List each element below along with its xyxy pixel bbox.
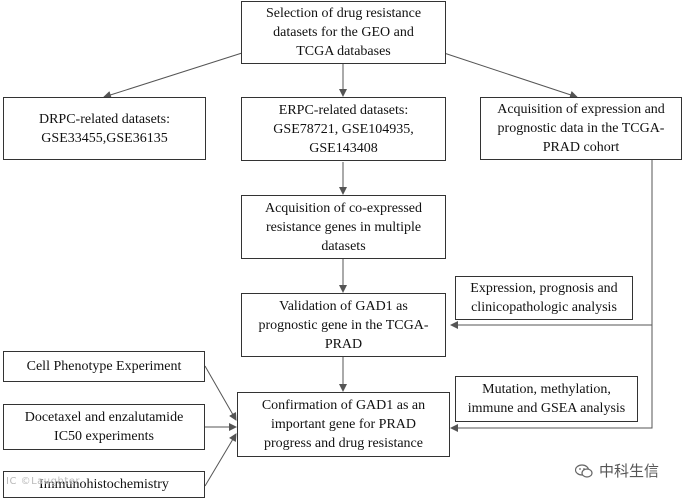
box-selection: Selection of drug resistance datasets fo… xyxy=(241,1,446,64)
box-expression-prognosis-line-1: Expression, prognosis and xyxy=(470,281,618,296)
box-validation-line-3: PRAD xyxy=(324,336,363,352)
box-coexpressed: Acquisition of co-expressed resistance g… xyxy=(241,195,446,259)
box-selection-line-2: datasets for the GEO and xyxy=(273,25,414,40)
box-cell-phenotype-line-1: Cell Phenotype Experiment xyxy=(26,359,182,374)
box-cell-phenotype: Cell Phenotype Experiment xyxy=(3,351,205,382)
box-drpc-line-2: GSE33455,GSE36135 xyxy=(41,130,168,146)
box-docetaxel: Docetaxel and enzalutamide IC50 experime… xyxy=(3,404,205,450)
box-validation-line-2: prognostic gene in the TCGA- xyxy=(258,317,429,333)
box-docetaxel-line-2: IC50 experiments xyxy=(54,429,154,444)
box-mutation-methylation-line-1: Mutation, methylation, xyxy=(482,382,611,397)
box-confirmation-line-1: Confirmation of GAD1 as an xyxy=(261,398,426,413)
box-confirmation-line-3: progress and drug resistance xyxy=(263,436,423,451)
box-tcga-acquisition-line-3: PRAD cohort xyxy=(542,140,620,155)
arrow-selection-to-tcga xyxy=(443,52,578,99)
box-selection-line-1: Selection of drug resistance xyxy=(265,6,422,21)
wechat-icon xyxy=(574,463,593,478)
arrow-ihc-to-confirmation xyxy=(204,433,237,487)
box-mutation-methylation-line-2: immune and GSEA analysis xyxy=(467,401,626,416)
box-confirmation-line-2: important gene for PRAD xyxy=(270,417,417,432)
watermark-brand-text: 中科生信 xyxy=(598,462,659,480)
box-validation: Validation of GAD1 as prognostic gene in… xyxy=(241,293,446,357)
box-coexpressed-line-2: resistance genes in multiple xyxy=(265,219,422,235)
box-immunohistochemistry-line-1: Immunohistochemistry xyxy=(39,477,169,492)
box-confirmation: Confirmation of GAD1 as an important gen… xyxy=(237,392,450,457)
box-tcga-acquisition-line-1: Acquisition of expression and xyxy=(497,102,665,117)
box-docetaxel-line-1: Docetaxel and enzalutamide xyxy=(24,410,184,425)
box-coexpressed-line-3: datasets xyxy=(321,238,366,254)
arrow-selection-to-drpc xyxy=(103,52,243,99)
box-validation-line-1: Validation of GAD1 as xyxy=(279,298,408,314)
box-selection-line-3: TCGA databases xyxy=(296,44,391,59)
box-mutation-methylation: Mutation, methylation, immune and GSEA a… xyxy=(455,376,638,422)
box-drpc-line-1: DRPC-related datasets: xyxy=(38,111,171,127)
box-coexpressed-line-1: Acquisition of co-expressed xyxy=(264,200,423,216)
box-expression-prognosis: Expression, prognosis and clinicopatholo… xyxy=(455,276,633,320)
line-tcga-down xyxy=(450,160,653,432)
arrow-cellpheno-to-confirmation xyxy=(204,365,237,421)
box-erpc-line-1: ERPC-related datasets: xyxy=(278,102,409,118)
watermark-left: IC ©Laughter xyxy=(6,476,81,487)
box-expression-prognosis-line-2: clinicopathologic analysis xyxy=(471,300,617,315)
box-immunohistochemistry: Immunohistochemistry xyxy=(3,471,205,498)
box-tcga-acquisition-line-2: prognostic data in the TCGA- xyxy=(497,121,665,136)
box-erpc: ERPC-related datasets: GSE78721, GSE1049… xyxy=(241,97,446,161)
box-tcga-acquisition: Acquisition of expression and prognostic… xyxy=(480,97,682,160)
box-erpc-line-2: GSE78721, GSE104935, xyxy=(273,121,414,137)
box-erpc-line-3: GSE143408 xyxy=(309,140,378,156)
box-drpc: DRPC-related datasets: GSE33455,GSE36135 xyxy=(3,97,206,160)
watermark-brand: 中科生信 xyxy=(574,460,659,481)
